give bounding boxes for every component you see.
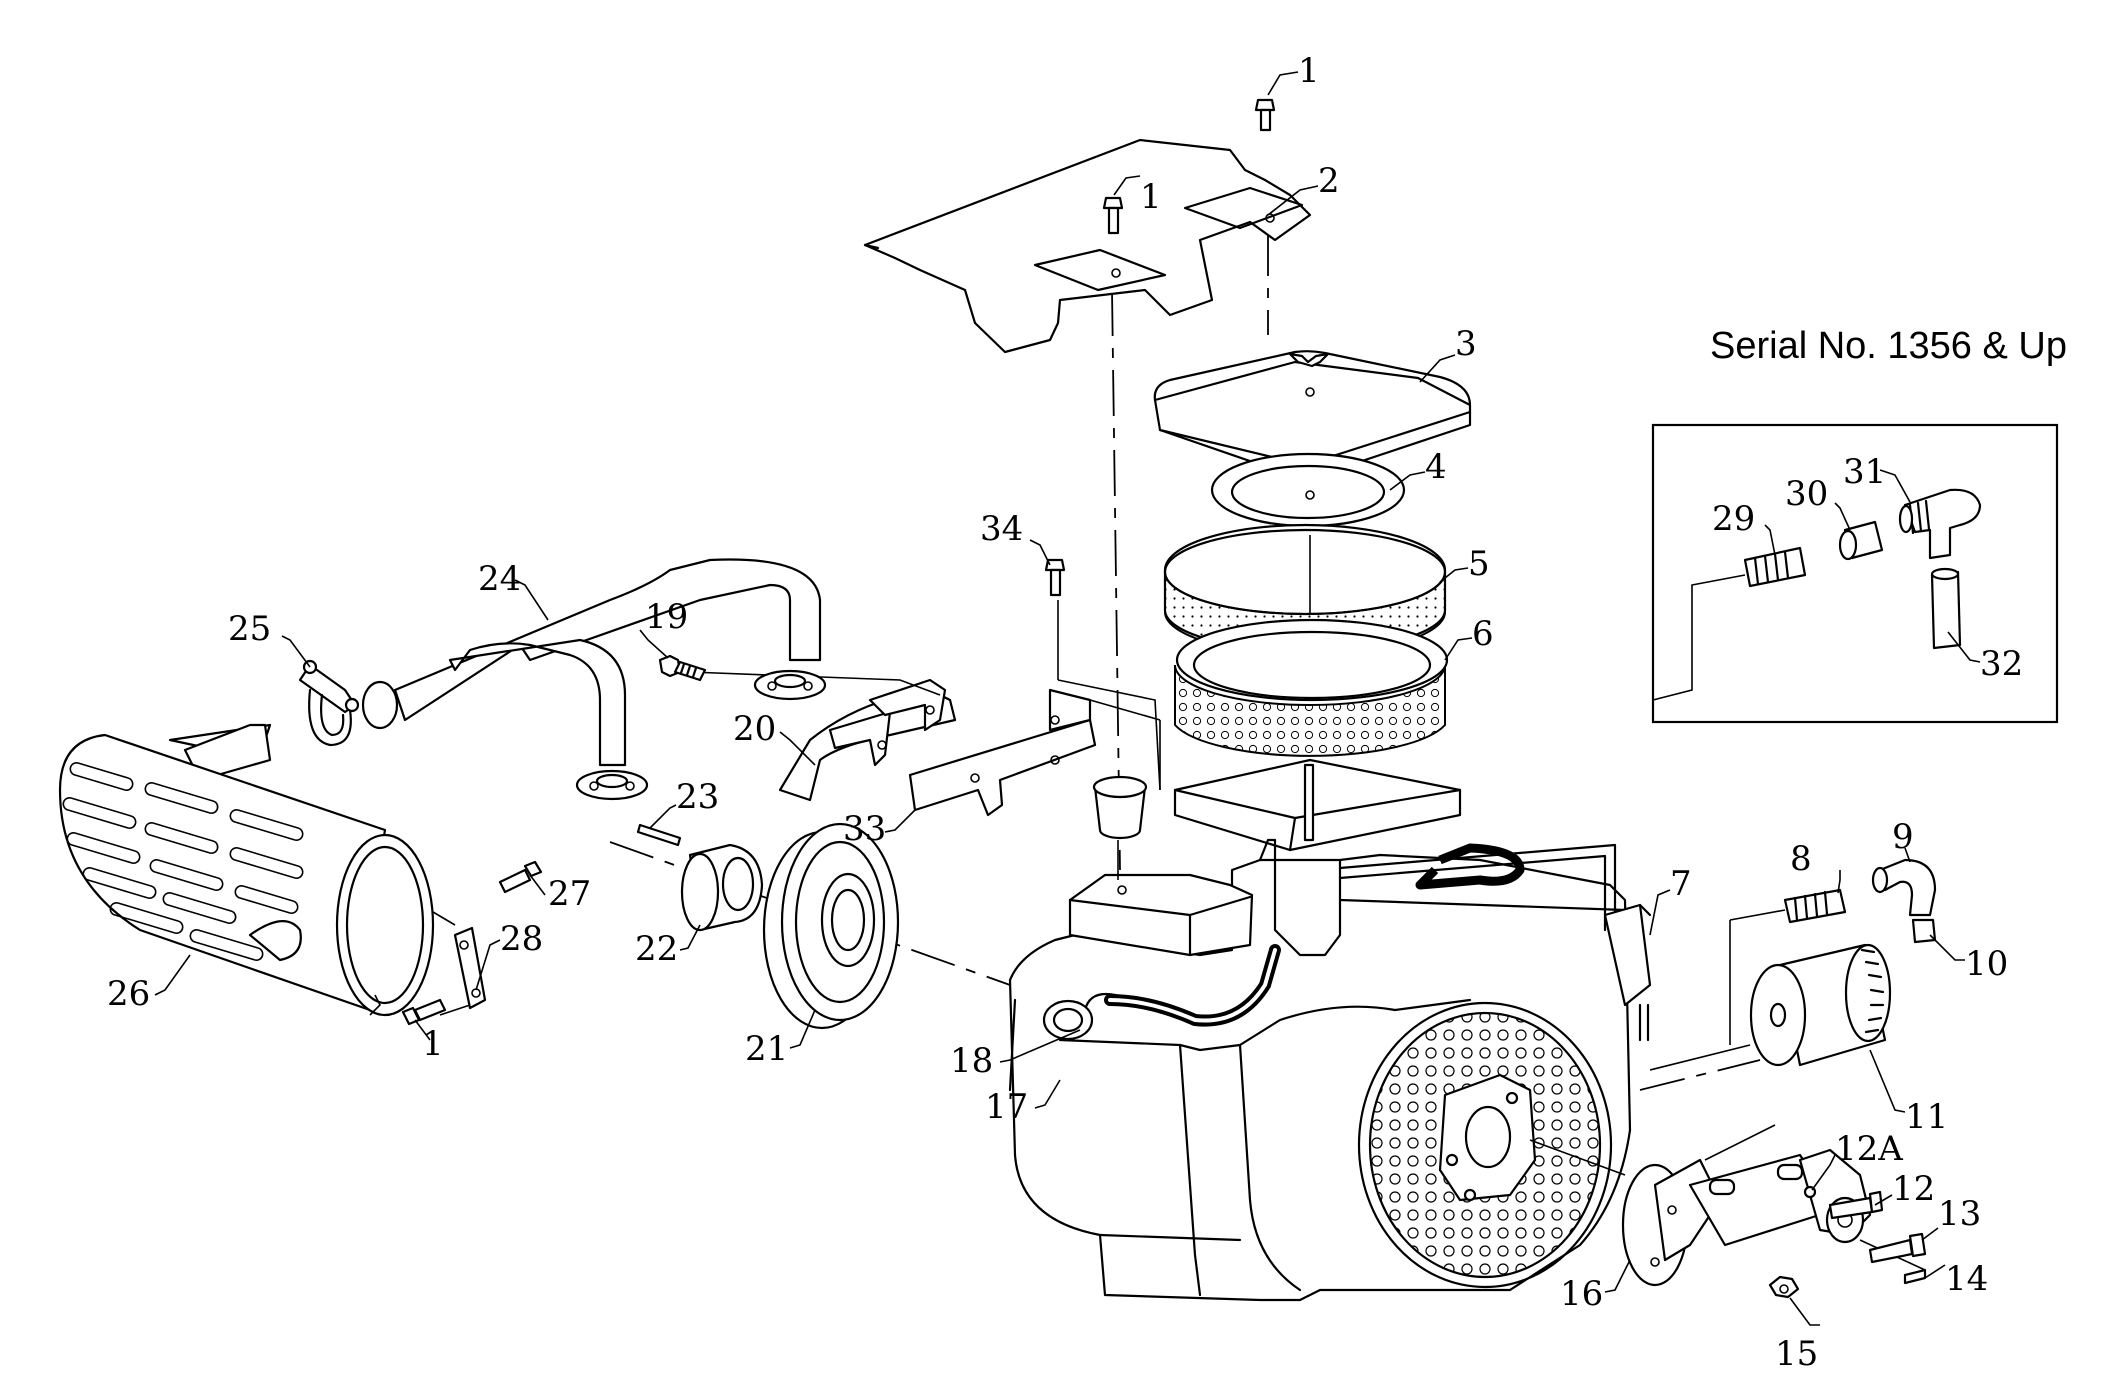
- label-33: 33: [843, 809, 886, 849]
- breather-tube: [1042, 944, 1281, 1041]
- air-filter-element: [1174, 618, 1449, 757]
- muffler-26: [58, 723, 435, 1017]
- label-10: 10: [1965, 944, 2008, 984]
- pin-14: [1903, 1268, 1927, 1285]
- label-13: 13: [1938, 1194, 1981, 1234]
- engine-fan-screen: [1357, 1001, 1613, 1289]
- label-14: 14: [1945, 1259, 1988, 1299]
- label-18: 18: [950, 1041, 993, 1081]
- key-23: [636, 823, 682, 847]
- label-27: 27: [548, 874, 591, 914]
- label-8: 8: [1790, 839, 1812, 879]
- label-20: 20: [733, 709, 776, 749]
- muffler-slots: [62, 762, 304, 961]
- label-7: 7: [1670, 864, 1692, 904]
- bolt-13: [1868, 1232, 1927, 1264]
- label-12: 12: [1892, 1169, 1935, 1209]
- inset-title: Serial No. 1356 & Up: [1710, 325, 2067, 367]
- label-3: 3: [1455, 324, 1477, 364]
- center-lines: [609, 230, 1761, 1091]
- label-15: 15: [1775, 1334, 1818, 1374]
- label-30: 30: [1785, 474, 1828, 514]
- fuel-line-and-bracket-7: [1338, 843, 1751, 1071]
- bracket-33: [908, 688, 1161, 817]
- bolt-34: [1044, 558, 1066, 597]
- bolt-12: [1828, 1190, 1884, 1220]
- label-11: 11: [1905, 1097, 1948, 1137]
- coupling-30: [1838, 520, 1884, 561]
- oil-filter-11: [1749, 943, 1892, 1067]
- fitting-10: [1911, 918, 1937, 944]
- label-26: 26: [107, 974, 150, 1014]
- label-31: 31: [1843, 452, 1886, 492]
- pulley-21: [762, 822, 900, 1030]
- label-29: 29: [1712, 499, 1755, 539]
- label-17: 17: [985, 1087, 1028, 1127]
- label-19: 19: [645, 597, 688, 637]
- label-16: 16: [1560, 1274, 1603, 1314]
- bearing-22: [680, 843, 764, 932]
- inset-box: [1651, 423, 2059, 724]
- label-5: 5: [1468, 544, 1490, 584]
- label-6: 6: [1472, 614, 1494, 654]
- label-23: 23: [676, 777, 719, 817]
- label-9: 9: [1892, 817, 1914, 857]
- label-12A: 12A: [1835, 1129, 1903, 1169]
- air-cleaner-base: [1173, 758, 1462, 852]
- pipe-clamp-25: [298, 659, 360, 747]
- label-24: 24: [478, 559, 521, 599]
- label-1-top: 1: [1298, 51, 1320, 91]
- nipple-29: [1743, 546, 1807, 588]
- part-labels: 1 1 1 2 3 4 5 6 7 8 9 10 11 12 12A 13 14…: [107, 51, 2023, 1374]
- tee-31: [1898, 488, 1982, 560]
- bolt-1-top: [1254, 98, 1276, 132]
- label-2: 2: [1318, 161, 1340, 201]
- oil-fill-cap: [1057, 600, 1161, 880]
- tube-32: [1930, 567, 1962, 650]
- label-32: 32: [1980, 644, 2023, 684]
- air-cleaner-gasket: [1210, 452, 1406, 528]
- shroud-panel: [863, 138, 1312, 354]
- elbow-9: [1871, 858, 1937, 917]
- bolt-27: [498, 860, 543, 894]
- nipple-8: [1729, 888, 1847, 1045]
- nut-15: [1768, 1275, 1800, 1299]
- label-1-mid: 1: [1140, 177, 1162, 217]
- label-34: 34: [980, 509, 1023, 549]
- bolt-19: [658, 654, 707, 682]
- label-22: 22: [635, 929, 678, 969]
- label-1-muffler: 1: [422, 1024, 444, 1064]
- exhaust-pipe-24: [361, 558, 827, 801]
- vacuum-hose: [1415, 843, 1525, 890]
- label-28: 28: [500, 919, 543, 959]
- label-21: 21: [745, 1029, 788, 1069]
- bolt-1-mid: [1102, 196, 1124, 235]
- leader-lines: [154, 71, 1981, 1326]
- label-25: 25: [228, 609, 271, 649]
- label-4: 4: [1425, 447, 1447, 487]
